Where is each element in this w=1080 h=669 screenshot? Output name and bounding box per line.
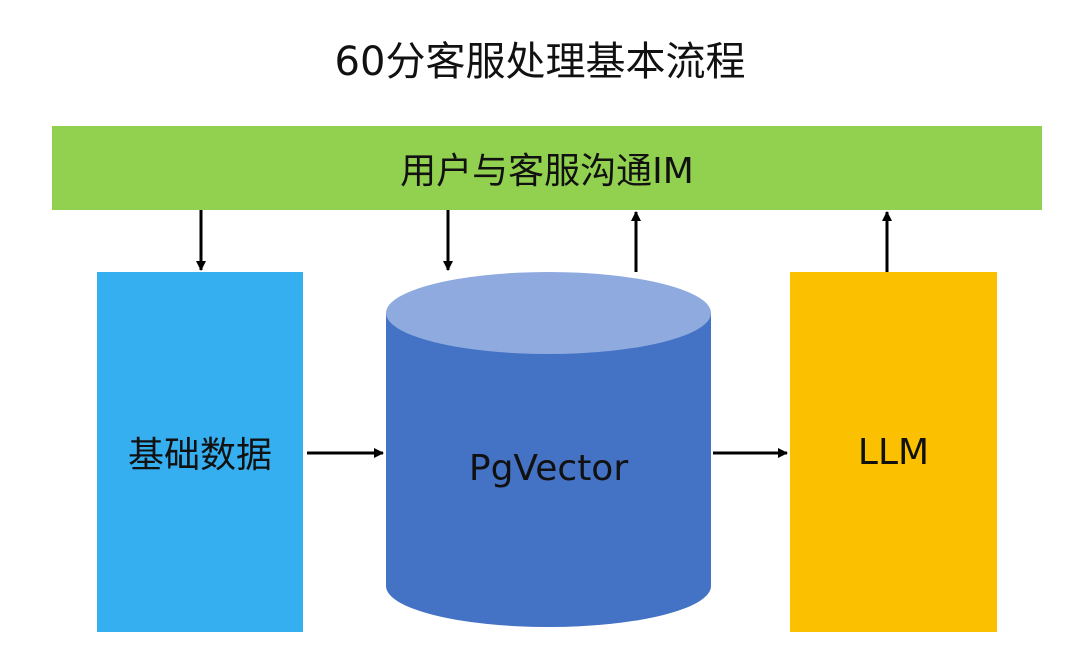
llm-shape: [790, 272, 997, 632]
llm-label: LLM: [857, 431, 930, 473]
basic-data-node: 基础数据: [97, 272, 303, 632]
llm-node: LLM: [790, 272, 997, 632]
im-label: 用户与客服沟通IM: [400, 151, 694, 192]
pgvector-cylinder: [386, 272, 711, 627]
pgvector-cylinder-body: [386, 313, 711, 627]
pgvector-cylinder-top: [386, 272, 711, 354]
basic-data-label: 基础数据: [127, 435, 272, 476]
diagram-title: 60分客服处理基本流程: [334, 39, 746, 85]
pgvector-label: PgVector: [468, 448, 629, 489]
im-node: 用户与客服沟通IM: [52, 126, 1042, 210]
basic-data-shape: [97, 272, 303, 632]
im-bar-shape: [52, 126, 1042, 210]
